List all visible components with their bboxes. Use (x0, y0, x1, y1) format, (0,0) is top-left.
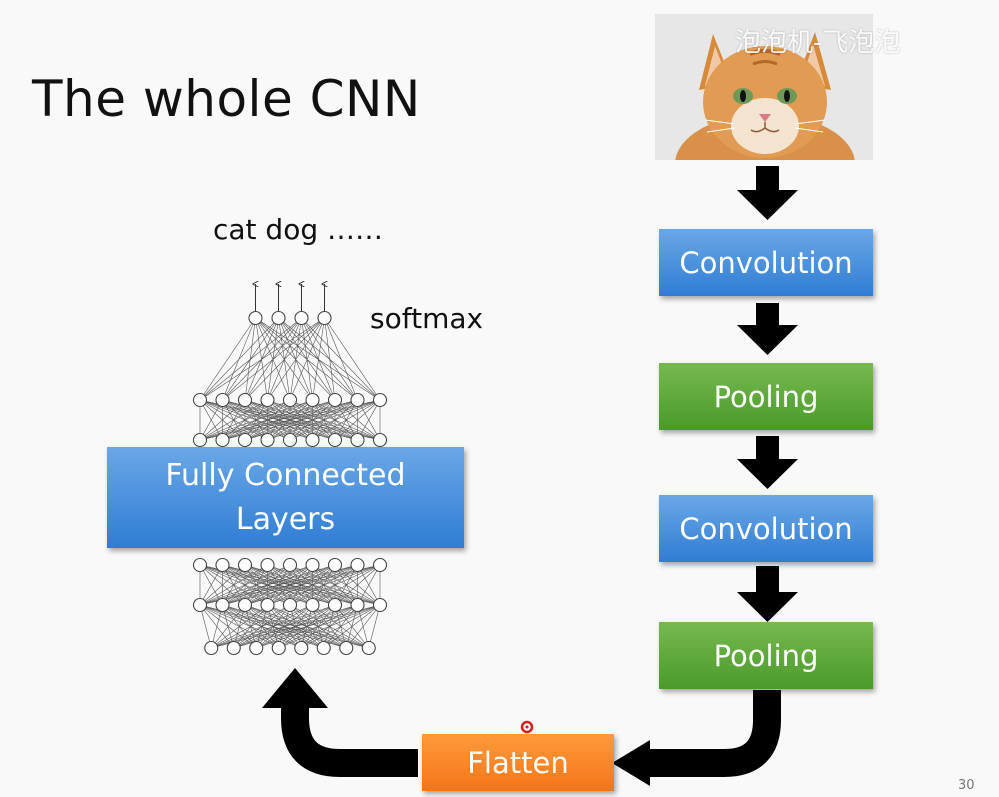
pooling-block-2: Pooling (659, 622, 873, 689)
softmax-label: softmax (370, 302, 484, 335)
down-arrow-1 (737, 166, 798, 220)
cat-image (655, 14, 873, 160)
convolution-label-2: Convolution (679, 511, 853, 546)
pooling-block-1: Pooling (659, 363, 873, 430)
down-arrow-3 (737, 436, 798, 489)
convolution-block-2: Convolution (659, 495, 873, 562)
pooling-label-2: Pooling (713, 638, 819, 673)
curve-arrow-to-fc (281, 706, 418, 777)
convolution-block-1: Convolution (659, 229, 873, 296)
down-arrow-2 (737, 303, 798, 355)
curve-arrow-to-flatten (648, 690, 781, 777)
down-arrow-4 (737, 566, 798, 622)
flatten-block: Flatten (422, 734, 614, 791)
flatten-label: Flatten (467, 745, 569, 780)
watermark: 泡泡机-飞泡泡 (735, 28, 901, 58)
outputs-label: cat dog …… (213, 213, 384, 246)
cursor-dot (520, 720, 534, 734)
convolution-label-1: Convolution (679, 245, 853, 280)
fully-connected-label-line1: Fully Connected (165, 457, 406, 493)
page-number: 30 (958, 778, 975, 793)
fully-connected-label-line2: Layers (235, 501, 336, 537)
pooling-label-1: Pooling (713, 379, 819, 414)
slide-title: The whole CNN (32, 70, 421, 128)
neural-network (192, 284, 388, 656)
fully-connected-block: Fully Connected Layers (107, 447, 464, 548)
